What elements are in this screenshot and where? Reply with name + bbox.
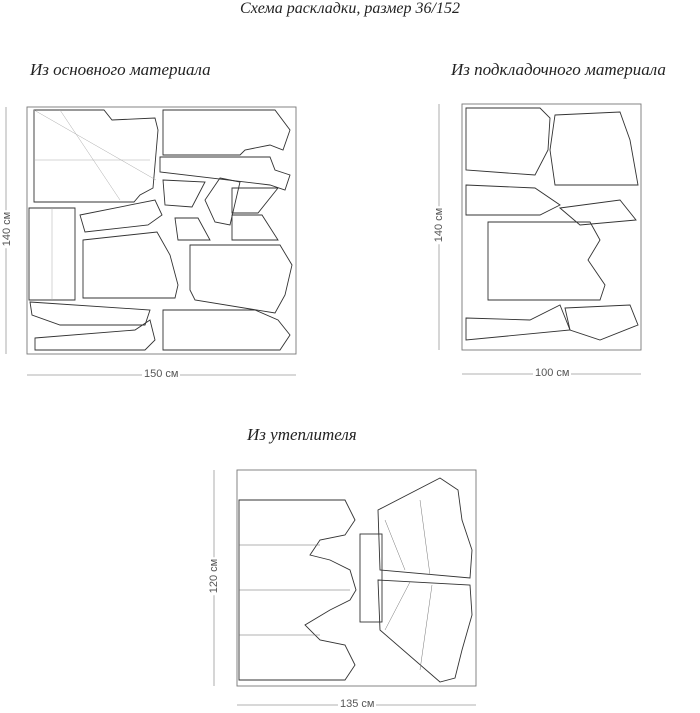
piece-small-1 bbox=[162, 179, 206, 208]
insulation-strip bbox=[359, 533, 383, 623]
piece-strip-3 bbox=[29, 301, 151, 326]
lining-height-label: 140 см bbox=[433, 205, 446, 245]
piece-back-right bbox=[189, 244, 293, 314]
lining-piece-5 bbox=[487, 221, 606, 301]
piece-small-2 bbox=[231, 187, 279, 214]
piece-front bbox=[33, 109, 159, 203]
piece-sleeve-bottom bbox=[162, 309, 291, 351]
piece-small-3 bbox=[231, 214, 279, 241]
main-material-heading: Из основного материала bbox=[30, 60, 211, 79]
insulation-layout bbox=[236, 469, 477, 687]
lining-width-label: 100 см bbox=[533, 367, 572, 379]
lining-material-heading: Из подкладочного материала bbox=[451, 60, 666, 79]
insulation-height-label: 120 см bbox=[208, 556, 221, 596]
lining-piece-2 bbox=[549, 111, 639, 186]
piece-sleeve-top bbox=[162, 109, 291, 156]
lining-piece-3 bbox=[465, 184, 561, 216]
lining-piece-6 bbox=[465, 304, 571, 341]
main-width-label: 150 см bbox=[142, 368, 181, 380]
piece-small-4 bbox=[174, 217, 211, 241]
main-height-label: 140 см bbox=[1, 209, 14, 249]
insulation-heading: Из утеплителя bbox=[247, 425, 357, 444]
insulation-width-label: 135 см bbox=[338, 698, 377, 710]
piece-back-left bbox=[82, 231, 179, 299]
lining-piece-1 bbox=[465, 107, 551, 176]
insulation-front-back bbox=[238, 499, 357, 681]
piece-pocket bbox=[28, 207, 76, 301]
main-material-layout bbox=[26, 106, 297, 355]
piece-strip-2 bbox=[79, 199, 163, 233]
piece-collar bbox=[204, 177, 241, 226]
lining-piece-4 bbox=[558, 199, 637, 226]
layout-title: Схема раскладки, размер 36/152 bbox=[240, 0, 460, 17]
insulation-sleeve-top bbox=[377, 477, 473, 579]
lining-piece-7 bbox=[564, 304, 639, 341]
piece-strip-4 bbox=[34, 319, 156, 351]
insulation-sleeve-bottom bbox=[377, 579, 473, 683]
lining-material-layout bbox=[461, 103, 642, 351]
piece-strip-1 bbox=[159, 156, 291, 191]
